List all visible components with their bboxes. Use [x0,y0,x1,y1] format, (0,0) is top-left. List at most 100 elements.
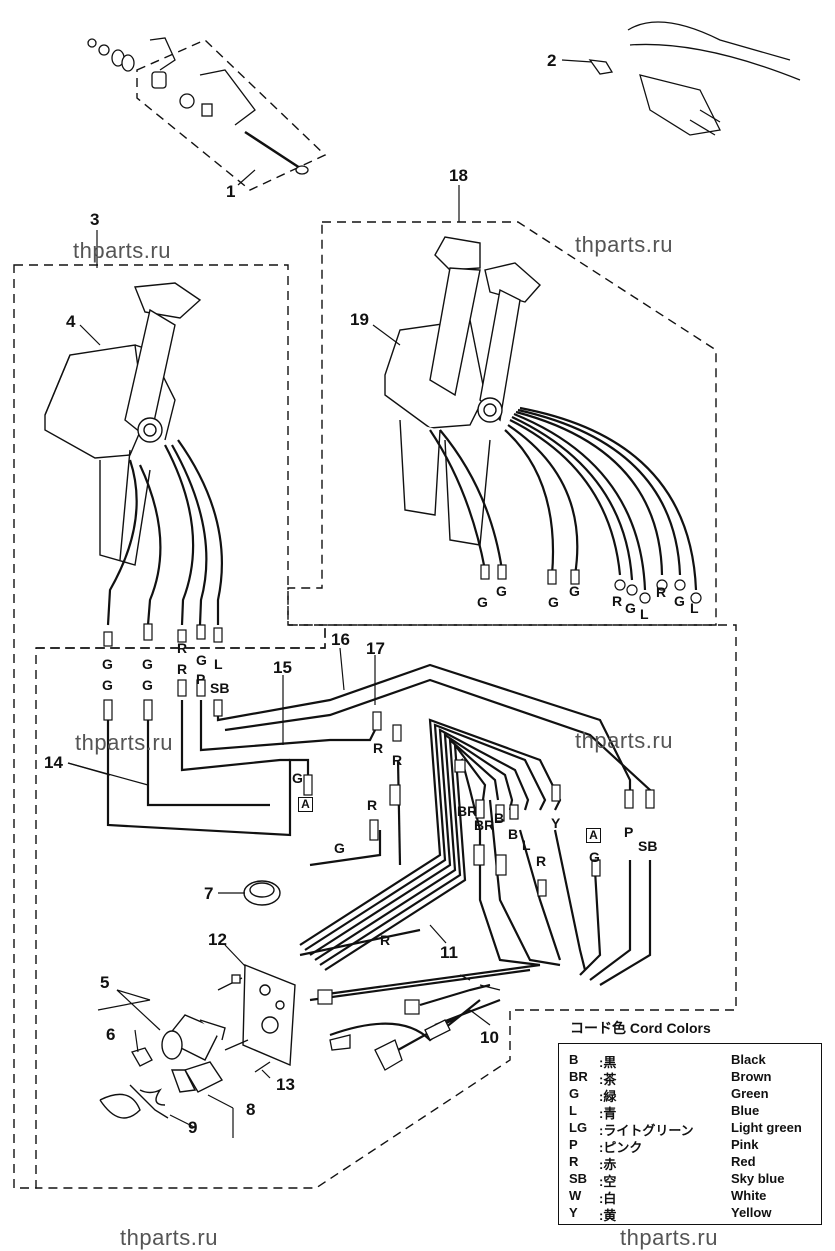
watermark: thparts.ru [73,238,171,263]
wire-label: B [508,826,519,842]
part-1-hardware [87,37,309,175]
legend-jp: :ピンク [599,1140,643,1155]
wire-label: R [367,797,378,813]
legend-code: L [569,1103,577,1118]
watermark: thparts.ru [575,232,673,257]
legend-code: Y [569,1205,578,1220]
legend-row: G :緑 Green [559,1086,821,1104]
legend-row: L :青 Blue [559,1103,821,1121]
legend-code: G [569,1086,580,1101]
wire-label: Y [551,815,561,831]
part-6-nut [131,1047,153,1067]
watermark: thparts.ru [620,1225,718,1250]
leader-lines [67,59,593,1138]
part-number-5: 5 [100,973,110,992]
connector-mark-a: A [298,797,313,812]
part-number-2: 2 [547,51,557,70]
wire-label: P [624,824,634,840]
part-number-13: 13 [276,1075,295,1094]
legend-code: LG [569,1120,588,1135]
legend-code: P [569,1137,578,1152]
legend-en: Yellow [731,1205,772,1220]
group-1-frame [136,39,327,191]
legend-code: W [569,1188,582,1203]
control-19-terminals [480,564,702,604]
part-number-6: 6 [106,1025,116,1044]
legend-title: コード色 Cord Colors [570,1020,711,1036]
wire-label: R [392,752,403,768]
wire-label: G [477,594,488,610]
control-box-19 [384,236,541,546]
legend-en: Blue [731,1103,760,1118]
legend-jp: :黒 [599,1055,617,1070]
main-harness [106,663,652,1061]
wire-label: L [640,606,649,622]
legend-en: Red [731,1154,756,1169]
wire-label: L [690,600,699,616]
part-number-16: 16 [331,630,350,649]
legend-en: Pink [731,1137,759,1152]
part-7-grommet [243,880,281,906]
control-19-wires [429,406,698,591]
connector-mark-a: A [586,828,601,843]
legend-en: Black [731,1052,766,1067]
part-number-19: 19 [350,310,369,329]
legend-en: Light green [731,1120,802,1135]
part-number-18: 18 [449,166,468,185]
legend-jp: :ライトグリーン [599,1123,694,1138]
wire-label: G [196,652,207,668]
part-number-15: 15 [273,658,292,677]
legend-jp: :白 [599,1191,617,1206]
part-13-screws [217,974,271,1073]
wire-label: G [589,849,600,865]
part-9-lanyard [99,1084,169,1119]
harness-frame [36,624,737,1189]
wire-label: G [625,600,636,616]
legend-code: BR [569,1069,588,1084]
legend-jp: :空 [599,1174,617,1189]
part-number-10: 10 [480,1028,499,1047]
part-number-4: 4 [66,312,76,331]
part-8-stop-switch [171,1061,224,1093]
part-5-switch [161,1014,226,1061]
wire-label: B [494,810,505,826]
wire-label: R [612,593,623,609]
wire-label: G [292,770,303,786]
wire-label: BR [474,817,495,833]
part-number-14: 14 [44,753,63,772]
wire-label: BR [457,803,478,819]
legend-jp: :赤 [599,1157,617,1172]
wire-label: G [496,583,507,599]
legend-en: Green [731,1086,769,1101]
wire-label: G [334,840,345,856]
wire-label: SB [210,680,230,696]
legend-row: Y :黄 Yellow [559,1205,821,1223]
part-10-harness-end [329,974,501,1071]
part-number-8: 8 [246,1100,256,1119]
legend-row: W :白 White [559,1188,821,1206]
legend-row: P :ピンク Pink [559,1137,821,1155]
part-12-plate [242,963,296,1067]
legend-row: LG :ライトグリーン Light green [559,1120,821,1138]
legend-jp: :青 [599,1106,617,1121]
part-number-1: 1 [226,182,236,201]
wire-label: R [373,740,384,756]
legend-code: B [569,1052,579,1067]
watermark: thparts.ru [575,728,673,753]
watermark: thparts.ru [120,1225,218,1250]
wire-label: L [522,837,531,853]
legend-jp: :緑 [599,1089,617,1104]
wire-label: R [177,661,188,677]
part-number-9: 9 [188,1118,198,1137]
legend-en: White [731,1188,767,1203]
legend-jp: :茶 [599,1072,617,1087]
part-number-17: 17 [366,639,385,658]
wire-label: R [656,584,667,600]
legend-jp: :黄 [599,1208,617,1223]
wire-label: P [196,671,206,687]
legend-row: B :黒 Black [559,1052,821,1070]
